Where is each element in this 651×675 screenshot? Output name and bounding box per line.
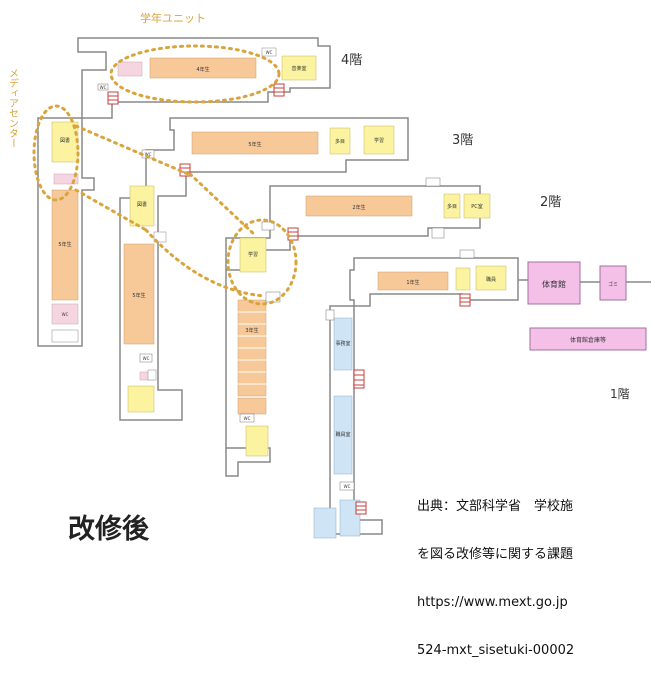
floor-3-media-room — [129, 185, 155, 227]
floor-1-classroom — [377, 271, 449, 291]
floor-1-stairs-a — [459, 293, 471, 307]
svg-text:WC: WC — [62, 312, 69, 317]
svg-text:図書: 図書 — [60, 137, 70, 144]
floor-1-lunch-room — [313, 507, 337, 539]
svg-text:WC: WC — [145, 152, 152, 157]
floor-2-multipurpose — [443, 193, 461, 219]
floor-2-label: 2階 — [540, 195, 561, 210]
svg-text:5年生: 5年生 — [132, 292, 145, 299]
svg-text:体育館倉庫等: 体育館倉庫等 — [570, 336, 606, 344]
floor-4-small-room — [117, 61, 143, 77]
floor-4-stairs-a — [107, 91, 119, 105]
svg-text:WC: WC — [266, 50, 273, 55]
source-line-3: https://www.mext.go.jp — [417, 595, 568, 610]
floor-4-music-room — [281, 55, 317, 81]
floor-4-classroom — [149, 57, 257, 79]
media-center-ellipse — [32, 104, 80, 202]
floor-4-label: 4階 — [341, 53, 362, 68]
gym-side-room — [599, 265, 627, 301]
floor-2-music-room — [245, 425, 269, 457]
svg-text:図書: 図書 — [137, 201, 147, 208]
floor-1-staff-room — [333, 395, 353, 475]
floor-2-study-room — [239, 237, 267, 273]
floor-3-5th-grade — [123, 243, 155, 345]
grade-unit-ellipse — [109, 44, 281, 104]
floor-1-stairs-b — [353, 369, 365, 389]
floor-2-stairs — [287, 227, 299, 241]
floor-4-building: 4年生 音楽室 WC WC — [77, 37, 331, 119]
media-center-annotation: メディアセンター — [7, 68, 19, 148]
floor-3-building: 5年生 多目 学習 図書 5年生 WC WC — [119, 117, 409, 421]
floor-2-2nd-grade — [237, 397, 267, 415]
svg-text:職員: 職員 — [486, 276, 496, 283]
floor-4-music-room-label: 音楽室 — [291, 65, 306, 72]
source-line-2: を図る改修等に関する課題 — [417, 547, 574, 562]
svg-text:2年生: 2年生 — [352, 204, 365, 211]
floor-3-study-room — [363, 125, 395, 155]
source-line-1: 出典：文部科学省 学校施 — [417, 499, 574, 514]
floor-3-multipurpose — [329, 127, 351, 155]
page-title: 改修後 — [68, 514, 149, 545]
svg-text:WC: WC — [344, 484, 351, 489]
svg-text:WC: WC — [100, 85, 107, 90]
gym-storage — [529, 327, 647, 351]
floor-1-side-room — [339, 499, 361, 537]
svg-text:1年生: 1年生 — [406, 279, 419, 286]
floor-2-left-column: 図書 5年生 WC — [37, 117, 95, 347]
floor-3-special-room — [127, 385, 155, 413]
svg-text:多目: 多目 — [335, 138, 345, 145]
source-citation: 出典：文部科学省 学校施 を図る改修等に関する課題 https://www.me… — [417, 467, 651, 675]
source-line-4: 524-mxt_sisetuki-00002 — [417, 643, 575, 658]
svg-text:WC: WC — [143, 356, 150, 361]
svg-text:メディアセンター: メディアセンター — [7, 68, 19, 148]
grade-unit-annotation: 学年ユニット — [140, 11, 206, 25]
svg-text:学習: 学習 — [374, 137, 384, 144]
svg-text:5年生: 5年生 — [58, 241, 71, 248]
floor-2-building: 2年生 多目 PC室 学習 3年生 WC — [225, 177, 491, 477]
gym-hall — [527, 261, 581, 305]
floor-4-wc — [261, 47, 277, 57]
gymnasium: 体育館 ゴミ 体育館倉庫等 — [518, 261, 651, 351]
floor-1-office — [333, 317, 353, 371]
floor-2-classroom-column — [51, 189, 79, 301]
floor-3-label: 3階 — [452, 133, 473, 148]
floor-3-classroom — [191, 131, 319, 155]
floor-1-room — [475, 265, 507, 291]
svg-text:PC室: PC室 — [471, 203, 483, 210]
svg-text:3年生: 3年生 — [245, 327, 258, 334]
svg-text:体育館: 体育館 — [542, 279, 566, 289]
floor-2-pc-room — [463, 193, 491, 219]
floor-4-stairs-b — [273, 83, 285, 97]
floor-2-classroom — [305, 195, 413, 217]
floor-1-label: 1階 — [610, 386, 630, 401]
school-floor-plan-diagram: 4年生 音楽室 WC WC 4階 5年生 多目 学習 図書 5年生 WC WC — [7, 11, 651, 539]
floor-2-media-ellipse — [226, 218, 298, 306]
floor-1-stairs-c — [355, 501, 367, 515]
floor-1-staff-small — [455, 267, 471, 291]
svg-text:ゴミ: ゴミ — [608, 281, 618, 288]
floor-4-classroom-label: 4年生 — [196, 66, 209, 73]
svg-text:職員室: 職員室 — [335, 431, 350, 438]
floor-3-classroom-label: 5年生 — [248, 141, 261, 148]
floor-1-building: 1年生 職員 事務室 職員室 WC — [313, 249, 519, 539]
svg-text:事務室: 事務室 — [335, 340, 350, 347]
svg-text:多目: 多目 — [447, 203, 457, 210]
annotation-dots — [32, 44, 298, 306]
svg-text:WC: WC — [244, 416, 251, 421]
svg-text:学習: 学習 — [248, 251, 258, 258]
